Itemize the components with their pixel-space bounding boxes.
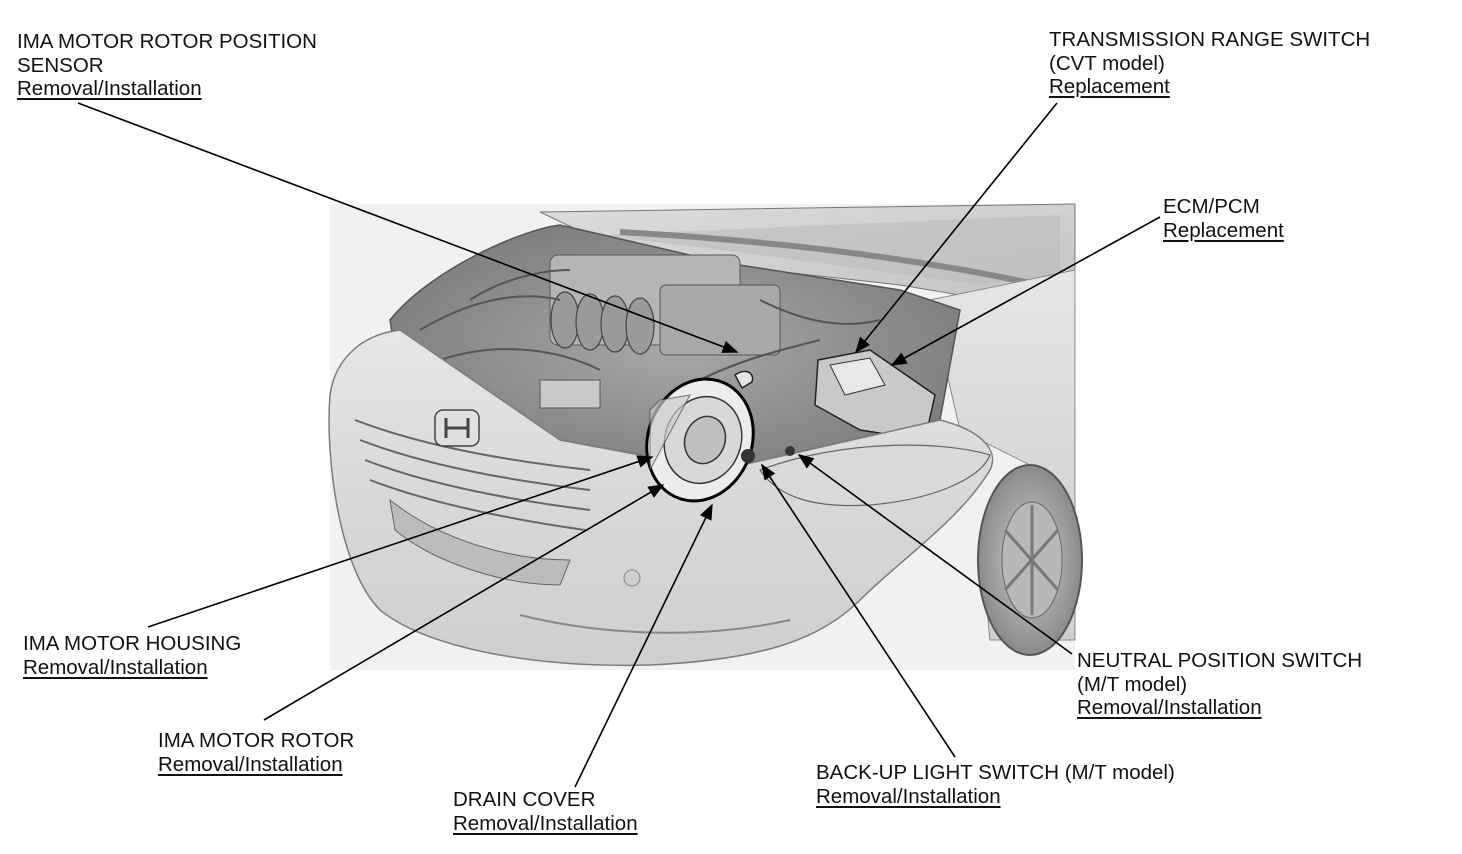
callout-ima-motor-housing: IMA MOTOR HOUSING Removal/Installation — [23, 632, 241, 679]
callout-title-line-2: SENSOR — [17, 53, 104, 77]
leader-drain-cover — [574, 503, 713, 788]
neutral-switch-marker — [785, 446, 795, 456]
honda-logo — [434, 409, 480, 447]
callout-title-line-2: (CVT model) — [1049, 51, 1165, 75]
grille — [354, 419, 591, 531]
leader-motor-rotor — [263, 484, 665, 721]
callout-title-line-1: DRAIN COVER — [453, 788, 596, 811]
callout-backup-light-switch: BACK-UP LIGHT SWITCH (M/T model) Removal… — [816, 761, 1175, 808]
callout-neutral-position-switch: NEUTRAL POSITION SWITCH (M/T model) Remo… — [1077, 649, 1362, 720]
leader-backup-light-switch — [761, 463, 956, 758]
callout-ecm-pcm: ECM/PCM Replacement — [1163, 195, 1284, 242]
removal-installation-link[interactable]: Removal/Installation — [453, 811, 638, 835]
leader-transmission-range-switch — [854, 102, 1058, 354]
callout-ima-motor-rotor: IMA MOTOR ROTOR Removal/Installation — [158, 729, 354, 776]
callout-title-line-1: TRANSMISSION RANGE SWITCH — [1049, 28, 1371, 51]
callout-drain-cover: DRAIN COVER Removal/Installation — [453, 788, 638, 835]
replacement-link[interactable]: Replacement — [1049, 75, 1170, 98]
leader-rotor-sensor — [77, 102, 739, 353]
callout-transmission-range-switch: TRANSMISSION RANGE SWITCH (CVT model) Re… — [1049, 28, 1370, 99]
backup-light-switch-marker — [741, 449, 755, 463]
ima-motor-assembly — [645, 370, 755, 503]
callout-title-line-2: (M/T model) — [1077, 672, 1188, 696]
leader-neutral-position-switch — [797, 454, 1073, 655]
callout-title-line-1: ECM/PCM — [1163, 195, 1260, 218]
leader-motor-housing — [147, 455, 654, 628]
ecm-pcm-unit — [814, 349, 936, 441]
callout-title-line-1: NEUTRAL POSITION SWITCH — [1077, 649, 1363, 672]
removal-installation-link[interactable]: Removal/Installation — [1077, 696, 1262, 719]
callout-title-line-1: IMA MOTOR ROTOR — [158, 729, 355, 752]
removal-installation-link[interactable]: Removal/Installation — [23, 655, 208, 679]
replacement-link[interactable]: Replacement — [1163, 218, 1284, 242]
callout-ima-motor-rotor-position-sensor: IMA MOTOR ROTOR POSITION SENSOR Removal/… — [17, 30, 317, 101]
removal-installation-link[interactable]: Removal/Installation — [816, 784, 1001, 808]
removal-installation-link[interactable]: Removal/Installation — [17, 77, 202, 100]
callout-title-line-1: IMA MOTOR HOUSING — [23, 632, 242, 655]
removal-installation-link[interactable]: Removal/Installation — [158, 752, 343, 776]
headlight — [759, 444, 991, 507]
leader-lines — [77, 102, 1161, 788]
callout-title-line-1: IMA MOTOR ROTOR POSITION — [17, 30, 317, 53]
callout-title-line-1: BACK-UP LIGHT SWITCH (M/T model) — [816, 761, 1175, 784]
leader-ecm-pcm — [890, 216, 1161, 366]
